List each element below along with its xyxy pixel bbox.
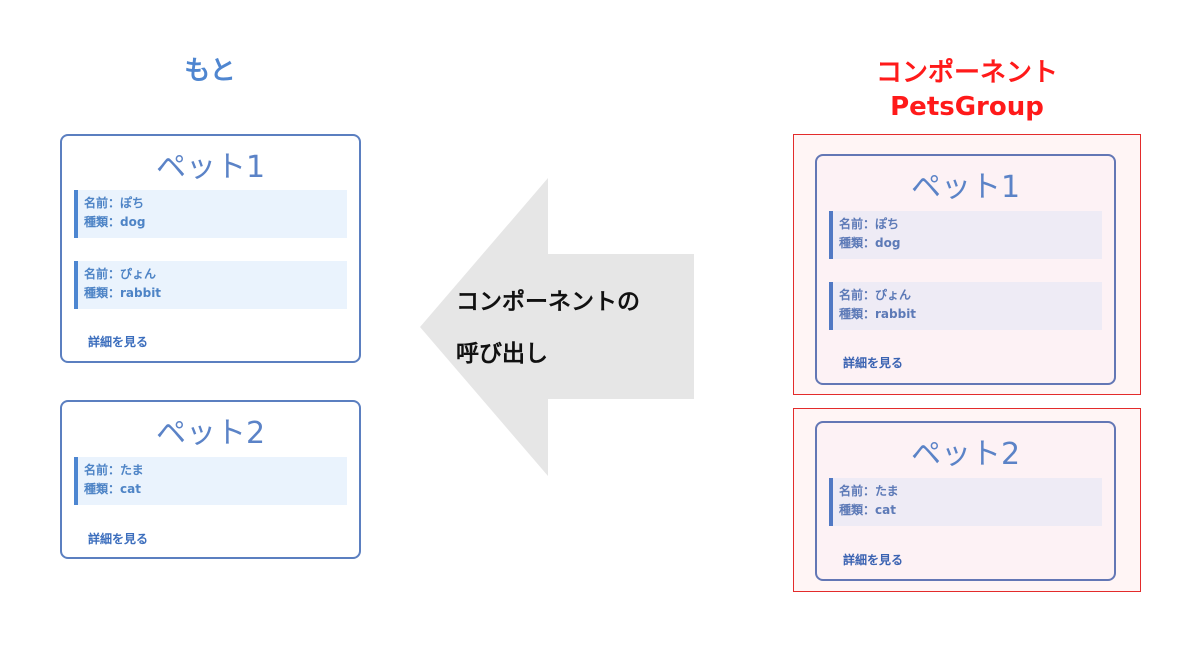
component-heading-line-1: コンポーネント xyxy=(875,58,1058,88)
pet-type: 種類：cat xyxy=(84,482,141,496)
component-name: PetsGroup xyxy=(890,92,1044,122)
pet-name: 名前：たま xyxy=(84,463,144,477)
pet-entry: 名前：たま 種類：cat xyxy=(829,478,1102,526)
original-heading: もと xyxy=(184,56,236,86)
pet-card-2: ペット2 名前：たま 種類：cat 詳細を見る xyxy=(60,400,361,559)
pet-card-2: ペット2 名前：たま 種類：cat 詳細を見る xyxy=(815,421,1116,581)
pet-name: 名前：ぴょん xyxy=(839,288,912,302)
card-title: ペット1 xyxy=(910,170,1021,205)
pet-card-1: ペット1 名前：ぽち 種類：dog 名前：ぴょん 種類：rabbit 詳細を見る xyxy=(815,154,1116,385)
pet-name: 名前：ぽち xyxy=(84,196,145,210)
pet-type: 種類：rabbit xyxy=(839,307,917,321)
pet-entry: 名前：たま 種類：cat xyxy=(74,457,347,505)
arrow-label-line-2: 呼び出し xyxy=(456,341,548,367)
pet-type: 種類：dog xyxy=(839,236,901,250)
component-heading: コンポーネント PetsGroup xyxy=(794,56,1140,124)
details-link[interactable]: 詳細を見る xyxy=(843,356,904,370)
pet-entry: 名前：ぴょん 種類：rabbit xyxy=(829,282,1102,330)
card-title: ペット2 xyxy=(910,437,1021,472)
pet-name: 名前：ぴょん xyxy=(84,267,157,281)
arrow-label-line-1: コンポーネントの xyxy=(456,289,640,315)
card-title: ペット2 xyxy=(155,416,266,451)
pet-type: 種類：cat xyxy=(839,503,896,517)
pet-type: 種類：rabbit xyxy=(84,286,162,300)
pet-entry: 名前：ぽち 種類：dog xyxy=(829,211,1102,259)
pet-entry: 名前：ぽち 種類：dog xyxy=(74,190,347,238)
pet-name: 名前：ぽち xyxy=(839,217,900,231)
pet-type: 種類：dog xyxy=(84,215,146,229)
pet-name: 名前：たま xyxy=(839,484,899,498)
details-link[interactable]: 詳細を見る xyxy=(88,532,149,546)
pet-card-1: ペット1 名前：ぽち 種類：dog 名前：ぴょん 種類：rabbit 詳細を見る xyxy=(60,134,361,363)
arrow-shape xyxy=(420,178,694,476)
left-arrow-icon xyxy=(420,178,694,476)
details-link[interactable]: 詳細を見る xyxy=(843,553,904,567)
details-link[interactable]: 詳細を見る xyxy=(88,335,149,349)
pet-entry: 名前：ぴょん 種類：rabbit xyxy=(74,261,347,309)
card-title: ペット1 xyxy=(155,150,266,185)
